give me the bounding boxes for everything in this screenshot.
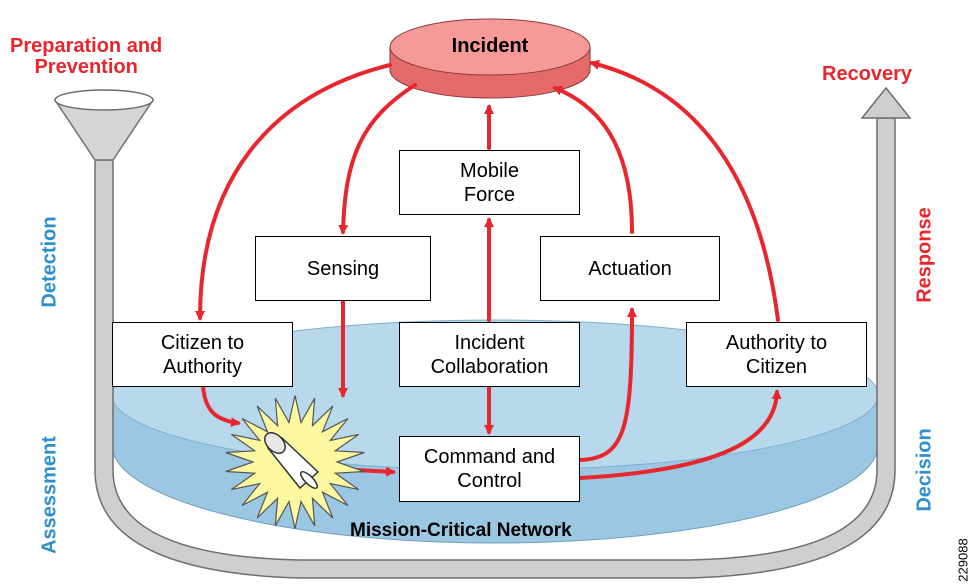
phase-recovery-label: Recovery bbox=[822, 63, 913, 85]
megaphone-icon bbox=[264, 432, 320, 490]
citizen-to-authority-label: Citizen to Authority bbox=[160, 331, 245, 378]
phase-assessment-label: Assessment bbox=[38, 436, 61, 554]
authority-to-citizen-box: Authority to Citizen bbox=[686, 322, 867, 387]
arrow-command-to-actuation bbox=[578, 307, 637, 462]
incident-cylinder bbox=[389, 18, 591, 99]
arrow-citizen-to-burst bbox=[201, 384, 241, 428]
authority-to-citizen-label: Authority to Citizen bbox=[725, 331, 828, 378]
command-and-control-box: Command and Control bbox=[399, 436, 580, 502]
arrow-incident-to-sensing bbox=[338, 83, 417, 235]
arrow-incident-to-citizen-authority bbox=[195, 63, 392, 321]
flow-arrows bbox=[195, 59, 782, 480]
phase-decision-label: Decision bbox=[913, 428, 936, 512]
phase-preparation-label: Preparation and Prevention bbox=[10, 35, 163, 78]
phase-response-label: Response bbox=[913, 207, 936, 303]
figure-id: 229088 bbox=[955, 538, 971, 582]
incident-collaboration-box: Incident Collaboration bbox=[399, 322, 580, 387]
mobile-force-label: Mobile Force bbox=[460, 159, 519, 206]
incident-collaboration-label: Incident Collaboration bbox=[430, 331, 549, 378]
actuation-label: Actuation bbox=[588, 257, 672, 280]
incident-label: Incident bbox=[451, 35, 529, 57]
actuation-box: Actuation bbox=[540, 236, 720, 301]
alert-burst bbox=[225, 395, 365, 529]
arrow-actuation-to-incident bbox=[552, 85, 634, 234]
mobile-force-box: Mobile Force bbox=[399, 150, 580, 215]
arrow-command-to-authority bbox=[578, 389, 782, 480]
network-label: Mission-Critical Network bbox=[350, 520, 572, 541]
phase-detection-label: Detection bbox=[38, 216, 61, 308]
sensing-box: Sensing bbox=[255, 236, 431, 301]
sensing-label: Sensing bbox=[306, 257, 380, 280]
command-and-control-label: Command and Control bbox=[423, 446, 556, 492]
citizen-to-authority-box: Citizen to Authority bbox=[112, 322, 293, 387]
arrow-authority-to-incident bbox=[589, 59, 780, 322]
recovery-arrowhead bbox=[860, 86, 912, 119]
lifecycle-pipe bbox=[53, 86, 912, 579]
